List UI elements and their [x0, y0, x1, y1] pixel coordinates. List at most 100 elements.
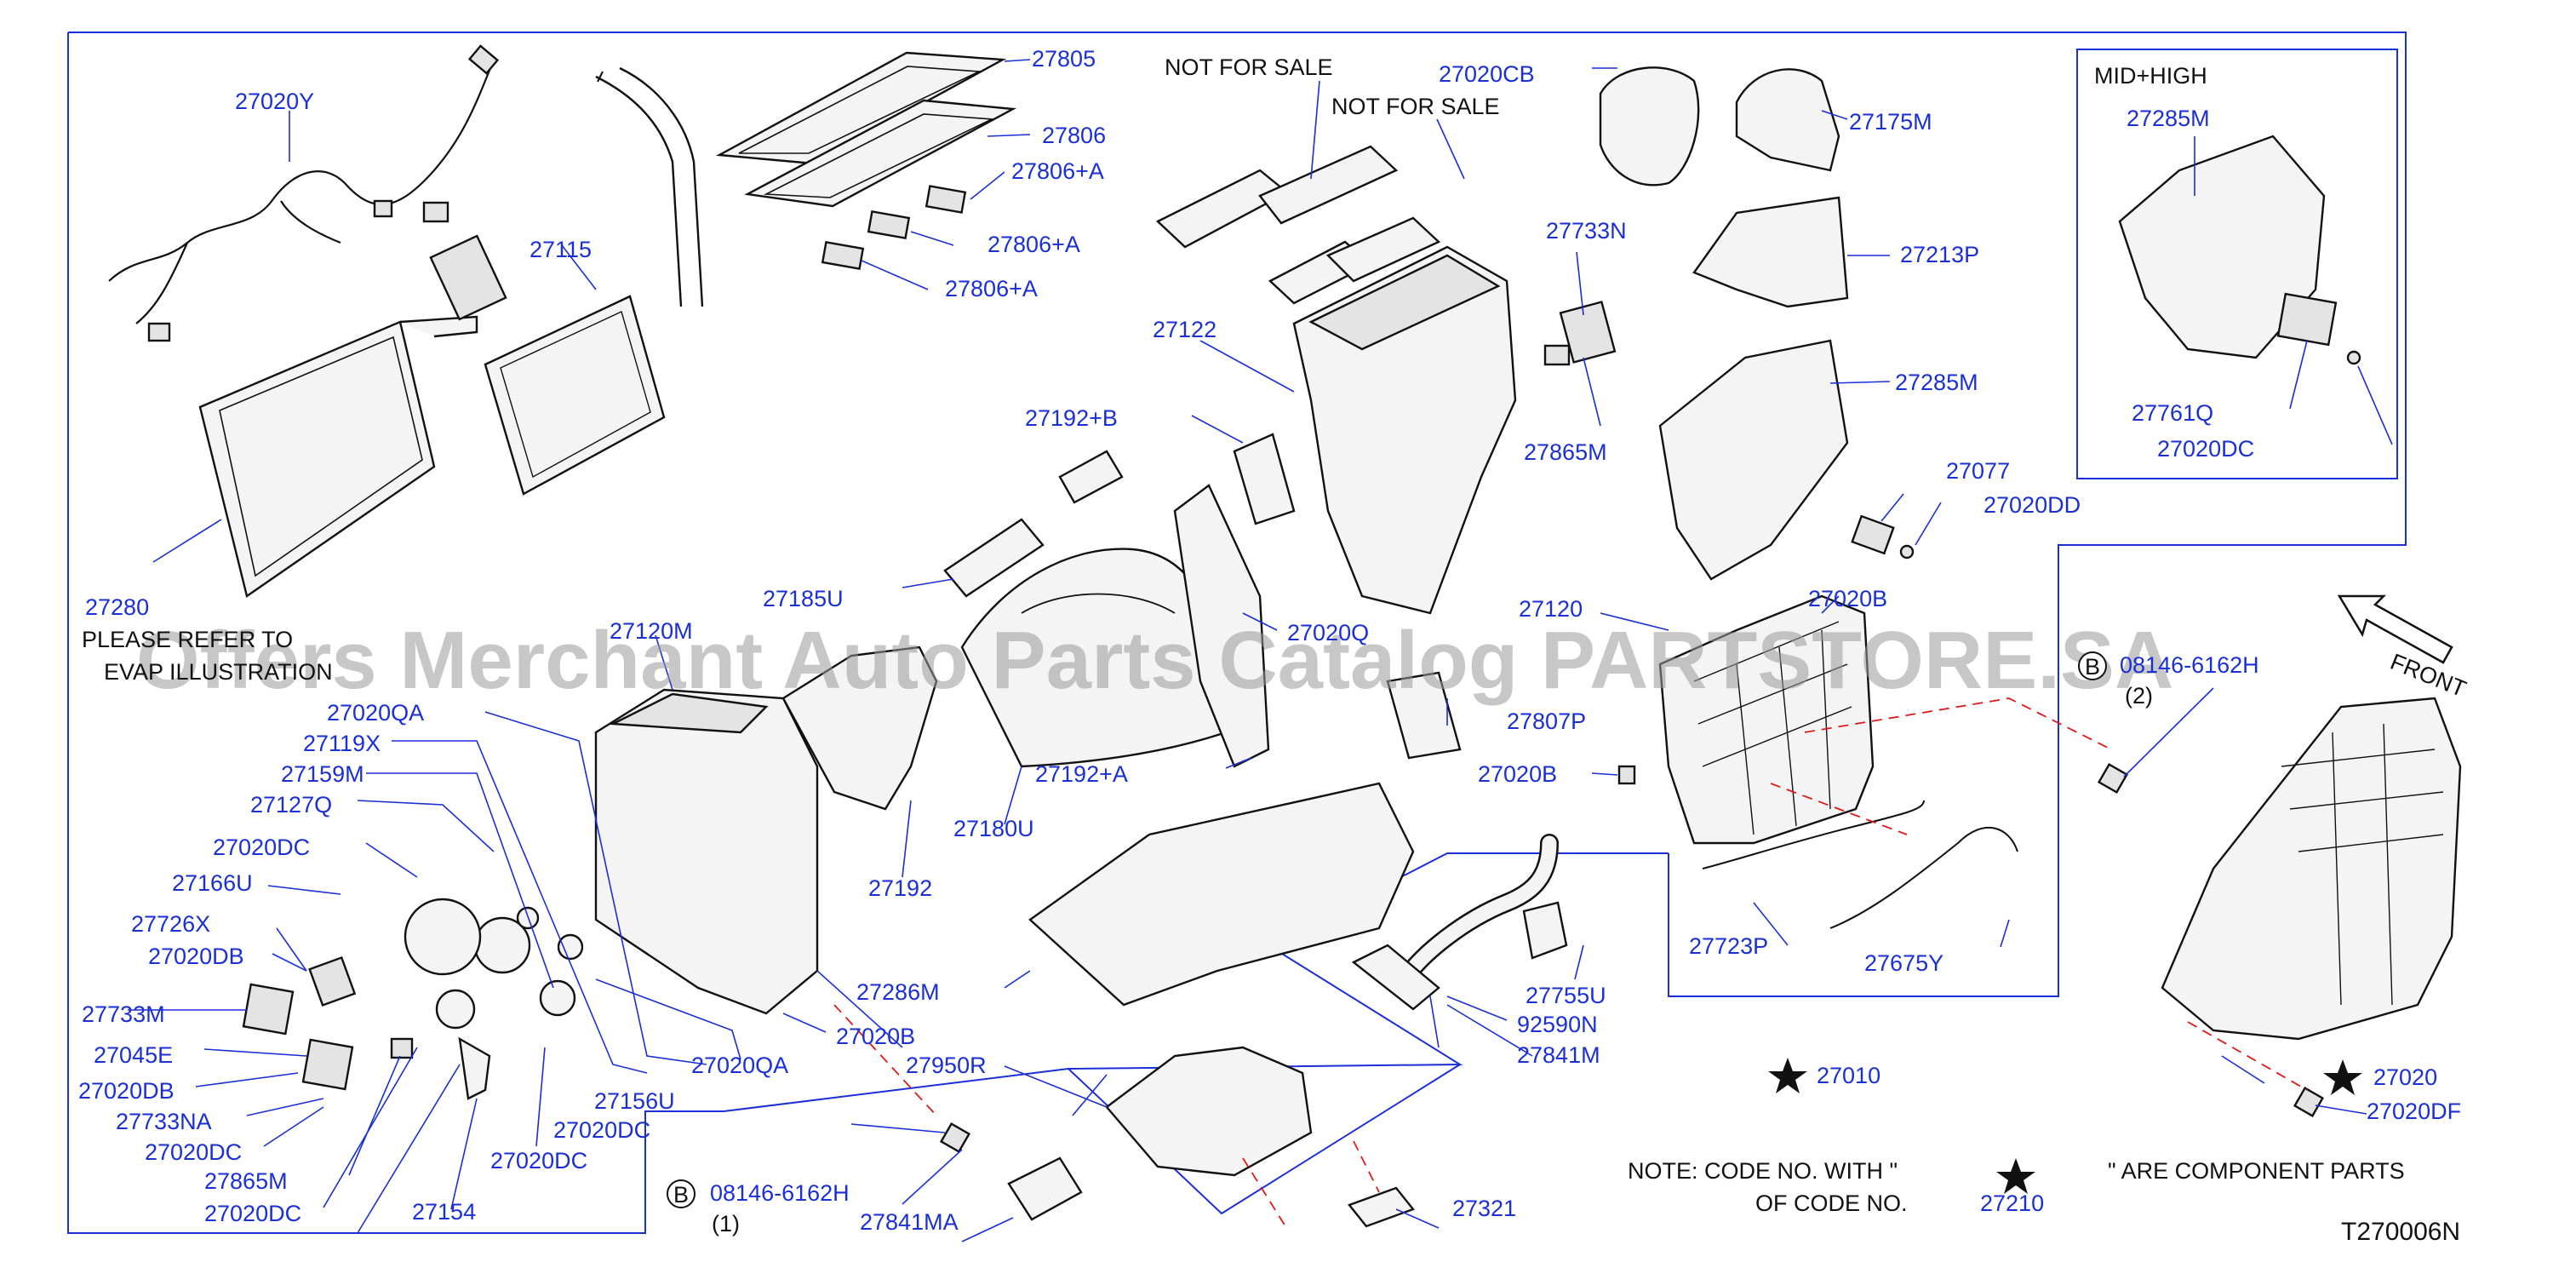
label-27020dc-b[interactable]: 27020DC — [553, 1117, 650, 1143]
drain-27321[interactable] — [1348, 1186, 1415, 1228]
seal-27807p[interactable] — [1386, 671, 1462, 760]
label-27045e[interactable]: 27045E — [94, 1042, 173, 1068]
foam-27806a-1[interactable] — [924, 185, 967, 214]
duct-27285m[interactable] — [1658, 339, 1849, 581]
label-27180u[interactable]: 27180U — [953, 816, 1034, 841]
label-27733na[interactable]: 27733NA — [116, 1109, 212, 1134]
clip-27020b-mid[interactable] — [1617, 765, 1636, 785]
label-27020dc-e[interactable]: 27020DC — [204, 1201, 301, 1226]
grommet-27841m[interactable] — [1351, 944, 1440, 1011]
duct-27175m[interactable] — [1735, 68, 1840, 172]
label-27020dc-c[interactable]: 27020DC — [145, 1139, 242, 1165]
label-27321[interactable]: 27321 — [1452, 1196, 1516, 1221]
label-27156u[interactable]: 27156U — [594, 1088, 675, 1114]
label-92590n[interactable]: 92590N — [1517, 1012, 1598, 1037]
label-27120[interactable]: 27120 — [1519, 596, 1583, 622]
label-27841m[interactable]: 27841M — [1517, 1042, 1600, 1068]
label-27280[interactable]: 27280 — [85, 594, 149, 620]
gear-27156u[interactable] — [539, 979, 576, 1017]
duct-27285m-box[interactable] — [2118, 135, 2326, 359]
gear-27119x[interactable] — [557, 933, 584, 961]
bolt-08146-6162h-2[interactable] — [2097, 762, 2129, 795]
label-27020b-low[interactable]: 27020B — [836, 1024, 915, 1049]
label-27805[interactable]: 27805 — [1032, 46, 1096, 72]
label-27192a[interactable]: 27192+A — [1035, 761, 1128, 787]
label-27175m[interactable]: 27175M — [1849, 109, 1932, 135]
label-27115[interactable]: 27115 — [530, 237, 592, 262]
tray-27286m[interactable] — [1028, 782, 1415, 1007]
foam-27806a-2[interactable] — [867, 209, 911, 240]
label-27020dc-box[interactable]: 27020DC — [2157, 436, 2254, 462]
label-27166u[interactable]: 27166U — [172, 870, 253, 896]
case-27120m[interactable] — [594, 688, 819, 1015]
label-27020cb[interactable]: 27020CB — [1439, 61, 1535, 87]
case-27120[interactable] — [1658, 594, 1875, 845]
label-27077[interactable]: 27077 — [1946, 458, 2010, 484]
resistor-27761q[interactable] — [2276, 292, 2338, 347]
evaporator-27280[interactable] — [198, 320, 436, 598]
label-27807p[interactable]: 27807P — [1507, 709, 1586, 734]
seal-27020cb[interactable] — [1599, 66, 1700, 186]
harness-27020y[interactable] — [108, 59, 495, 324]
harness-27675y[interactable] — [1829, 827, 2018, 929]
vent-27185u[interactable] — [943, 518, 1045, 598]
label-27192[interactable]: 27192 — [868, 875, 932, 901]
duct-27213p[interactable] — [1692, 196, 1849, 308]
label-27020db-a[interactable]: 27020DB — [148, 944, 244, 969]
label-27127q[interactable]: 27127Q — [250, 792, 332, 818]
label-27020db-b[interactable]: 27020DB — [78, 1078, 175, 1104]
label-27010[interactable]: 27010 — [1817, 1063, 1880, 1088]
cap-27865m-top[interactable] — [1543, 344, 1571, 366]
label-27950r[interactable]: 27950R — [906, 1053, 987, 1078]
label-27020qa-low[interactable]: 27020QA — [691, 1053, 788, 1078]
label-27159m[interactable]: 27159M — [281, 761, 364, 787]
label-27723p[interactable]: 27723P — [1689, 933, 1768, 959]
bolt-2-code[interactable]: 08146-6162H — [2120, 652, 2259, 678]
filter-27806[interactable] — [744, 99, 1017, 208]
label-27020b-top[interactable]: 27020B — [1808, 586, 1887, 611]
gear-27127q[interactable] — [435, 989, 476, 1030]
duct-27950r[interactable] — [1105, 1046, 1313, 1177]
bolt-08146-6162h-1[interactable] — [939, 1122, 971, 1154]
label-27841ma[interactable]: 27841MA — [860, 1209, 959, 1235]
seal-27192b[interactable] — [1233, 433, 1296, 525]
heater-core-27115[interactable] — [484, 295, 666, 496]
bolt-27020df[interactable] — [2293, 1086, 2325, 1118]
screw-27020dc-box[interactable] — [2346, 350, 2361, 365]
actuator-27733m[interactable] — [242, 983, 295, 1036]
link-27154[interactable] — [458, 1036, 491, 1100]
label-27185u[interactable]: 27185U — [763, 586, 844, 611]
motor-27726x[interactable] — [308, 955, 357, 1007]
duct-27192[interactable] — [781, 645, 938, 811]
label-27865m-top[interactable]: 27865M — [1524, 439, 1607, 465]
filter-27805[interactable] — [715, 51, 1007, 165]
label-27020b-mid[interactable]: 27020B — [1478, 761, 1557, 787]
label-27761q[interactable]: 27761Q — [2132, 400, 2213, 426]
seal-27755u[interactable] — [1522, 901, 1568, 960]
label-27806a-2[interactable]: 27806+A — [987, 232, 1080, 257]
label-27806a-3[interactable]: 27806+A — [945, 276, 1038, 301]
note-code[interactable]: 27210 — [1980, 1191, 2044, 1216]
sensor-27077[interactable] — [1851, 514, 1895, 555]
label-27285m-box[interactable]: 27285M — [2127, 106, 2210, 131]
label-27020dc-a[interactable]: 27020DC — [213, 835, 310, 860]
label-27675y[interactable]: 27675Y — [1864, 950, 1943, 976]
screw-27020dd[interactable] — [1899, 544, 1915, 559]
unit-27020[interactable] — [2161, 697, 2462, 1041]
label-27020y[interactable]: 27020Y — [235, 89, 314, 114]
label-27192b[interactable]: 27192+B — [1025, 405, 1118, 431]
label-27020dd[interactable]: 27020DD — [1984, 492, 2081, 518]
label-27119x[interactable]: 27119X — [303, 731, 381, 756]
cap-27865m-low[interactable] — [390, 1037, 414, 1059]
foam-27806a-3[interactable] — [821, 240, 865, 271]
label-27733m[interactable]: 27733M — [82, 1001, 165, 1027]
label-27020qa-top[interactable]: 27020QA — [327, 700, 424, 726]
label-27806[interactable]: 27806 — [1042, 123, 1106, 148]
label-27726x[interactable]: 27726X — [131, 911, 210, 937]
label-27020df[interactable]: 27020DF — [2367, 1099, 2461, 1124]
label-27285m[interactable]: 27285M — [1895, 370, 1978, 395]
label-27020q[interactable]: 27020Q — [1287, 620, 1369, 645]
grommet-27841ma[interactable] — [1007, 1156, 1083, 1221]
label-27154[interactable]: 27154 — [412, 1199, 476, 1225]
label-27020dc-d[interactable]: 27020DC — [490, 1148, 587, 1173]
